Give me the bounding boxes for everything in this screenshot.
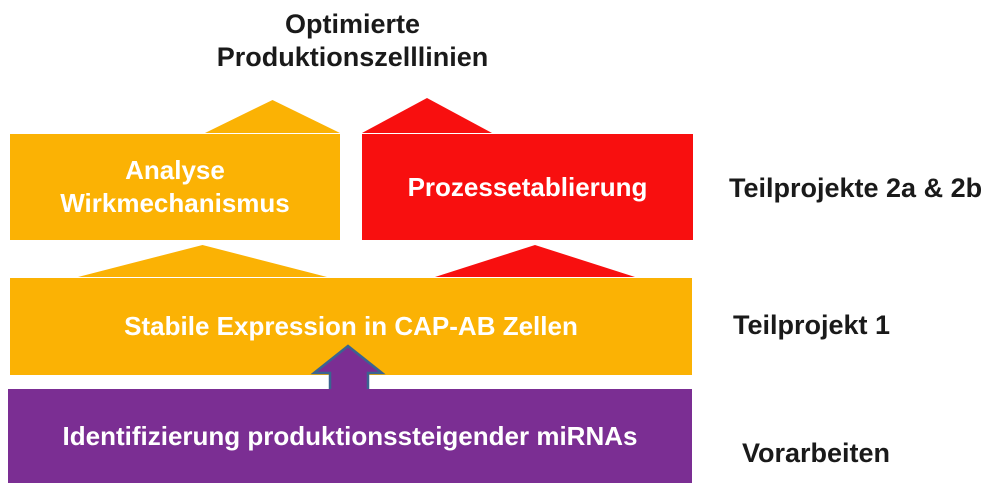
up-arrow-purple-icon bbox=[310, 344, 386, 392]
up-arrow-red-row2-icon bbox=[435, 245, 635, 277]
up-arrow-red-to-title-icon bbox=[362, 98, 492, 133]
box-identifizierung-label: Identifizierung produktionssteigender mi… bbox=[62, 420, 638, 451]
box-analyse-line1: Analyse bbox=[125, 155, 225, 185]
label-teilprojekt-1: Teilprojekt 1 bbox=[733, 310, 891, 340]
box-identifizierung-mirnas: Identifizierung produktionssteigender mi… bbox=[8, 389, 692, 483]
diagram-title-line2: Produktionszelllinien bbox=[216, 42, 489, 72]
diagram-title-line1: Optimierte bbox=[284, 9, 421, 39]
box-stabile-expression-label: Stabile Expression in CAP-AB Zellen bbox=[124, 311, 578, 341]
up-arrow-gold-row2-icon bbox=[78, 245, 327, 277]
diagram-title: Optimierte Produktionszelllinien bbox=[185, 8, 520, 74]
box-analyse-line2: Wirkmechanismus bbox=[60, 188, 290, 218]
label-vorarbeiten: Vorarbeiten bbox=[742, 438, 891, 468]
box-prozessetablierung-label: Prozessetablierung bbox=[407, 171, 648, 202]
label-teilprojekte-2a-2b: Teilprojekte 2a & 2b bbox=[729, 173, 983, 203]
up-arrow-gold-to-title-icon bbox=[205, 100, 340, 133]
box-analyse-wirkmechanismus: Analyse Wirkmechanismus bbox=[10, 134, 340, 240]
box-prozessetablierung: Prozessetablierung bbox=[362, 134, 693, 240]
